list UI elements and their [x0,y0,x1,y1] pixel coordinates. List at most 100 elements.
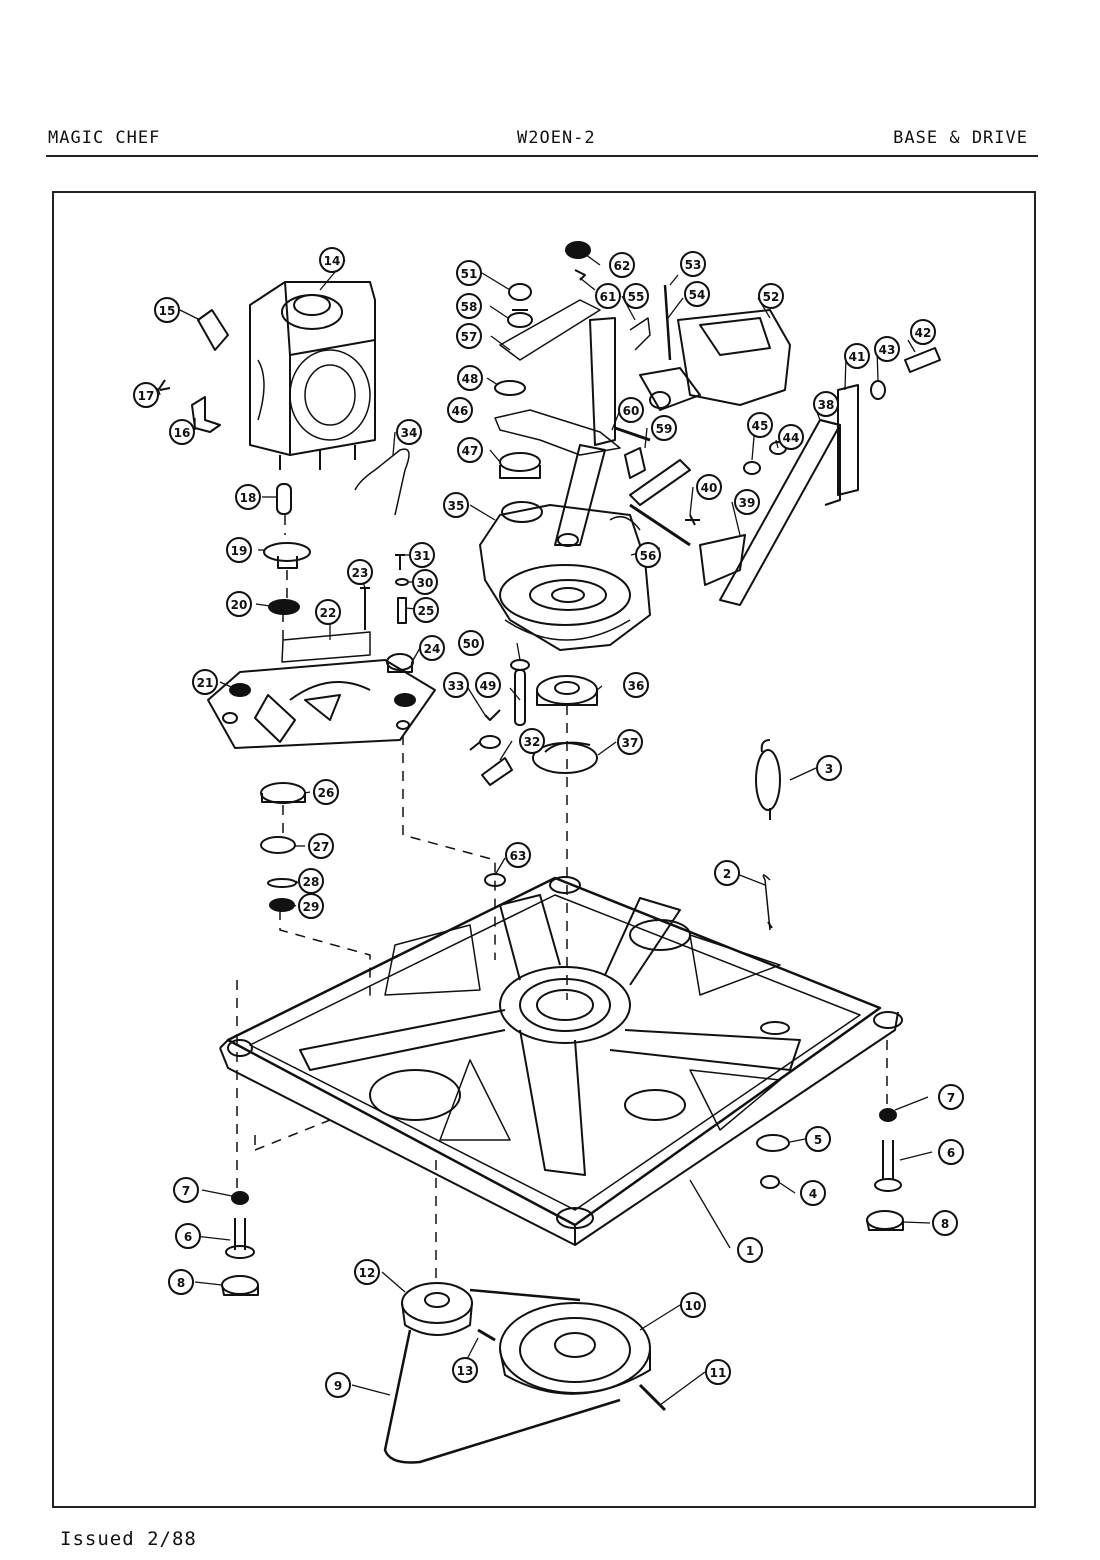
callout-11: 11 [705,1359,731,1385]
header-section: BASE & DRIVE [893,128,1028,148]
callout-label: 48 [462,372,479,386]
callout-label: 20 [231,598,248,612]
callout-51: 51 [456,260,482,286]
exploded-parts-diagram: 1234567891011121314151617181920212223242… [133,241,964,1464]
callout-circle [609,252,635,278]
assembly-lines [236,515,888,1285]
callout-8: 8 [932,1210,958,1236]
callout-circle [938,1139,964,1165]
callout-label: 10 [685,1299,702,1313]
callout-43: 43 [874,336,900,362]
callout-23: 23 [347,559,373,585]
callout-circle [651,415,677,441]
callout-19: 19 [226,537,252,563]
callout-label: 46 [452,404,469,418]
callout-62: 62 [609,252,635,278]
callout-label: 8 [941,1217,949,1231]
callout-bubbles: 1234567891011121314151617181920212223242… [133,247,964,1398]
leader-lines [157,251,933,1406]
callout-label: 21 [197,676,214,690]
callout-circle [505,842,531,868]
callout-label: 51 [461,267,478,281]
callout-52: 52 [758,283,784,309]
gearcase-drawing [479,241,941,931]
callout-label: 36 [628,679,645,693]
callout-circle [737,1237,763,1263]
callout-circle [168,1269,194,1295]
callout-61: 61 [595,283,621,309]
callout-label: 18 [240,491,257,505]
callout-circle [595,283,621,309]
callout-25: 25 [413,597,439,623]
leveling-legs-drawing [221,1108,904,1296]
callout-33: 33 [443,672,469,698]
callout-circle [226,591,252,617]
callout-label: 2 [723,867,731,881]
callout-circle [800,1180,826,1206]
callout-circle [456,323,482,349]
callout-55: 55 [623,283,649,309]
callout-circle [419,635,445,661]
callout-circle [354,1259,380,1285]
callout-24: 24 [419,635,445,661]
callout-circle [396,419,422,445]
callout-46: 46 [447,397,473,423]
callout-3: 3 [816,755,842,781]
callout-label: 15 [159,304,176,318]
callout-label: 1 [746,1244,754,1258]
callout-48: 48 [457,365,483,391]
callout-label: 56 [640,549,657,563]
callout-label: 47 [462,444,479,458]
callout-circle [874,336,900,362]
header-brand: MAGIC CHEF [48,128,161,148]
callout-circle [932,1210,958,1236]
callout-2: 2 [714,860,740,886]
callout-label: 27 [313,840,330,854]
callout-circle [705,1359,731,1385]
callout-20: 20 [226,591,252,617]
callout-label: 16 [174,426,191,440]
callout-circle [308,833,334,859]
callout-42: 42 [910,319,936,345]
callout-label: 33 [448,679,465,693]
callout-54: 54 [684,281,710,307]
callout-circle [778,424,804,450]
callout-7: 7 [938,1084,964,1110]
callout-14: 14 [319,247,345,273]
callout-label: 37 [622,736,639,750]
callout-7: 7 [173,1177,199,1203]
callout-1: 1 [737,1237,763,1263]
callout-label: 39 [739,496,756,510]
callout-label: 7 [182,1184,190,1198]
callout-label: 11 [710,1366,727,1380]
callout-59: 59 [651,415,677,441]
callout-63: 63 [505,842,531,868]
callout-circle [133,382,159,408]
callout-circle [175,1223,201,1249]
callout-label: 8 [177,1276,185,1290]
callout-22: 22 [315,599,341,625]
callout-53: 53 [680,251,706,277]
callout-5: 5 [805,1126,831,1152]
callout-circle [319,247,345,273]
callout-circle [734,489,760,515]
callout-label: 14 [324,254,341,268]
callout-label: 25 [418,604,435,618]
callout-44: 44 [778,424,804,450]
diagram-frame [52,191,1036,1508]
callout-label: 6 [947,1146,955,1160]
callout-circle [192,669,218,695]
callout-circle [684,281,710,307]
callout-circle [456,293,482,319]
callout-label: 9 [334,1379,342,1393]
callout-label: 58 [461,300,478,314]
callout-label: 31 [414,549,431,563]
callout-45: 45 [747,412,773,438]
callout-circle [456,260,482,286]
callout-circle [315,599,341,625]
callout-8: 8 [168,1269,194,1295]
callout-label: 43 [879,343,896,357]
callout-circle [169,419,195,445]
callout-circle [623,672,649,698]
callout-4: 4 [800,1180,826,1206]
